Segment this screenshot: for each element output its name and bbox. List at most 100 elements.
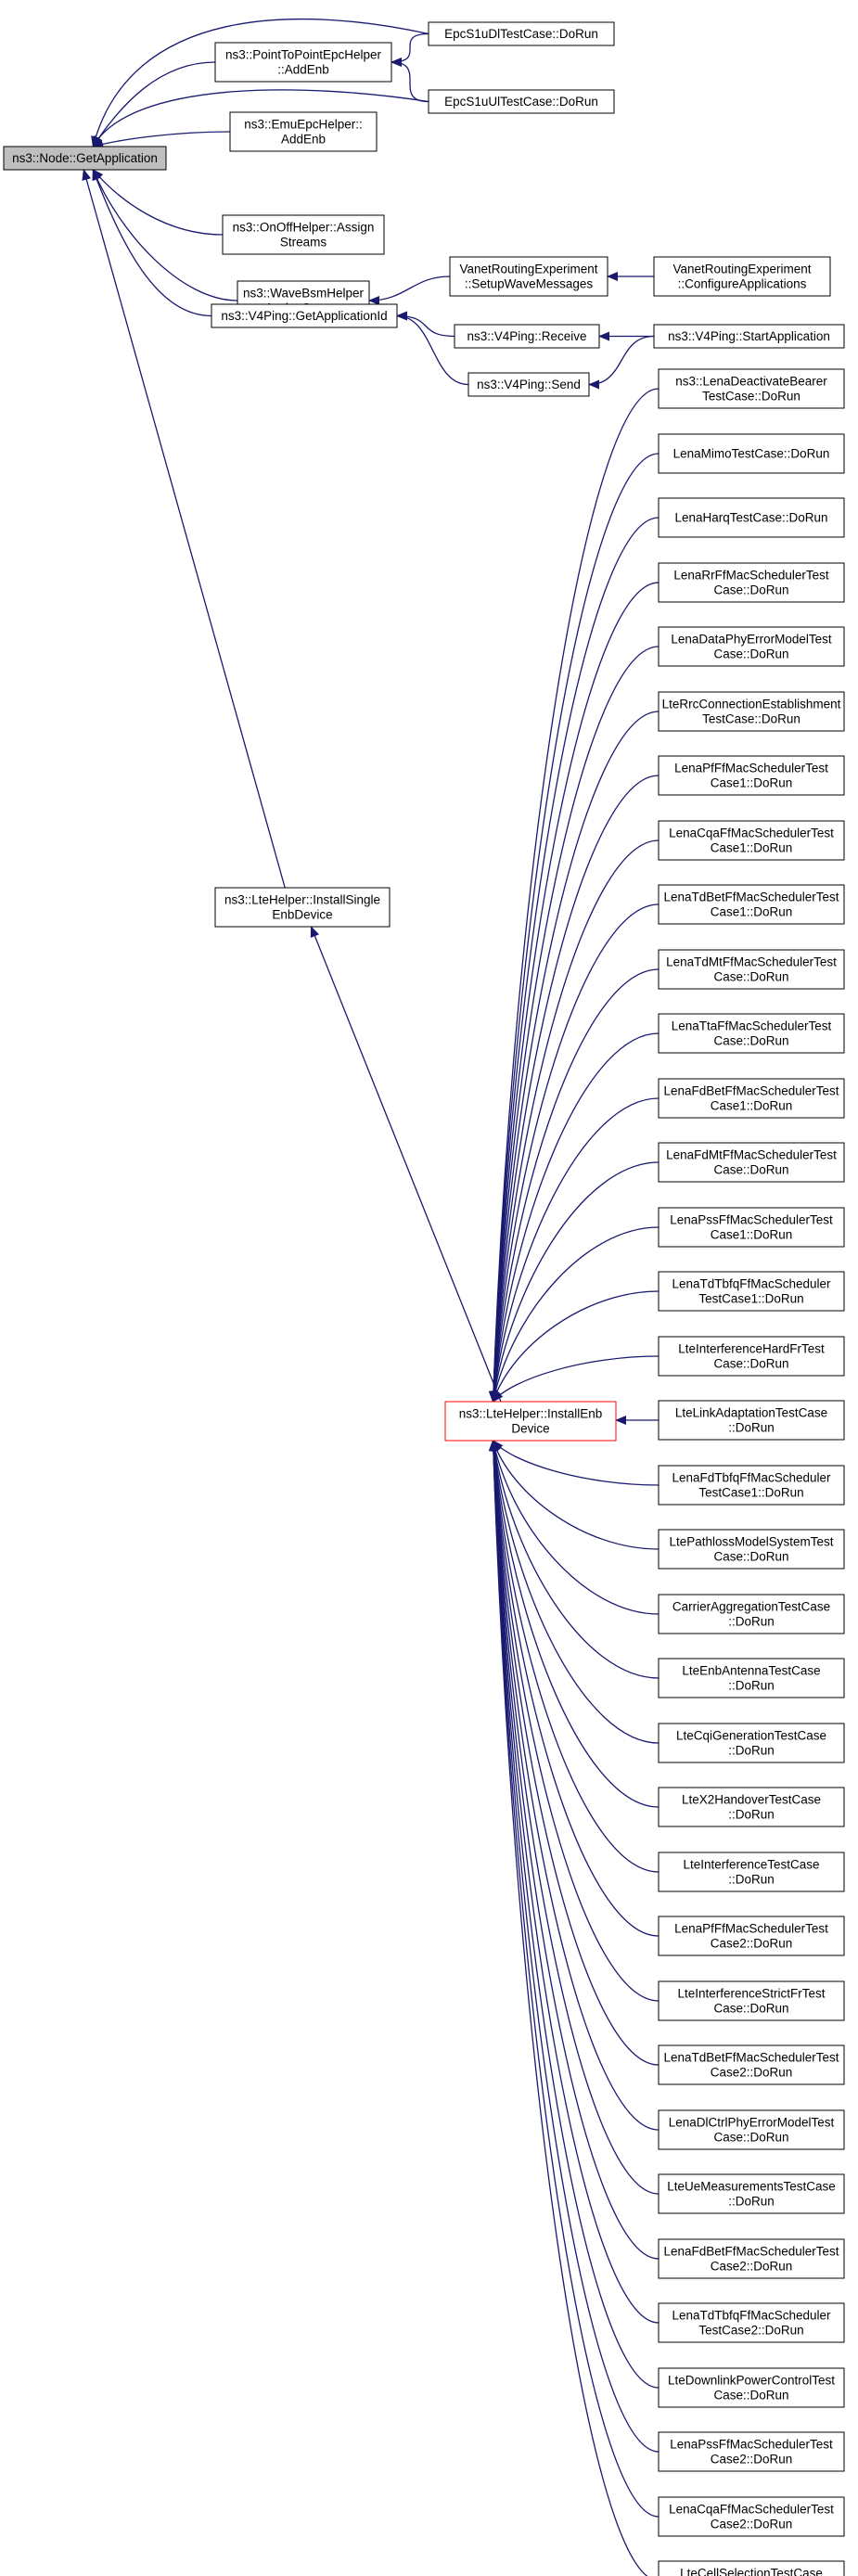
node-box[interactable] xyxy=(658,1142,845,1183)
node-box[interactable] xyxy=(658,1400,845,1441)
node-box[interactable] xyxy=(211,303,398,328)
edge-n12-to-n5 xyxy=(396,311,469,386)
node-box[interactable] xyxy=(658,2238,845,2279)
node-label: LteInterferenceHardFrTest xyxy=(678,1342,825,1356)
node-box[interactable] xyxy=(658,1852,845,1892)
node-box[interactable] xyxy=(658,1723,845,1763)
node-n10[interactable]: VanetRoutingExperiment::ConfigureApplica… xyxy=(653,256,831,297)
node-t16[interactable]: LteLinkAdaptationTestCase::DoRun xyxy=(658,1400,845,1441)
node-box[interactable] xyxy=(3,146,167,171)
node-box[interactable] xyxy=(658,562,845,603)
node-n9[interactable]: VanetRoutingExperiment::SetupWaveMessage… xyxy=(449,256,608,297)
node-n2[interactable]: ns3::EmuEpcHelper::AddEnb xyxy=(229,111,378,152)
node-box[interactable] xyxy=(658,2367,845,2408)
node-box[interactable] xyxy=(428,89,615,114)
node-box[interactable] xyxy=(658,1336,845,1377)
node-n7[interactable]: EpcS1uDlTestCase::DoRun xyxy=(428,21,615,46)
node-t20[interactable]: LteEnbAntennaTestCase::DoRun xyxy=(658,1658,845,1698)
node-box[interactable] xyxy=(658,1078,845,1119)
node-t22[interactable]: LteX2HandoverTestCase::DoRun xyxy=(658,1787,845,1827)
node-box[interactable] xyxy=(658,1658,845,1698)
node-box[interactable] xyxy=(658,1013,845,1054)
node-box[interactable] xyxy=(658,884,845,925)
node-box[interactable] xyxy=(658,433,845,474)
node-n11[interactable]: ns3::V4Ping::Receive xyxy=(454,324,600,349)
node-n5[interactable]: ns3::V4Ping::GetApplicationId xyxy=(211,303,398,328)
node-t21[interactable]: LteCqiGenerationTestCase::DoRun xyxy=(658,1723,845,1763)
node-box[interactable] xyxy=(467,372,590,397)
node-t5[interactable]: LteRrcConnectionEstablishmentTestCase::D… xyxy=(658,691,845,732)
node-box[interactable] xyxy=(658,1465,845,1506)
node-box[interactable] xyxy=(658,2044,845,2085)
node-t1[interactable]: LenaMimoTestCase::DoRun xyxy=(658,433,845,474)
node-box[interactable] xyxy=(449,256,608,297)
node-box[interactable] xyxy=(658,1594,845,1634)
node-t28[interactable]: LteUeMeasurementsTestCase::DoRun xyxy=(658,2173,845,2214)
node-n13[interactable]: ns3::V4Ping::StartApplication xyxy=(653,324,845,349)
node-box[interactable] xyxy=(658,2496,845,2537)
node-box[interactable] xyxy=(428,21,615,46)
node-t34[interactable]: LteCellSelectionTestCase::DoRun xyxy=(658,2560,845,2576)
node-box[interactable] xyxy=(444,1401,617,1442)
node-box[interactable] xyxy=(658,368,845,409)
node-n12[interactable]: ns3::V4Ping::Send xyxy=(467,372,590,397)
node-box[interactable] xyxy=(658,1529,845,1570)
node-box[interactable] xyxy=(454,324,600,349)
node-box[interactable] xyxy=(658,1207,845,1248)
node-box[interactable] xyxy=(658,1787,845,1827)
node-box[interactable] xyxy=(658,2431,845,2472)
node-box[interactable] xyxy=(214,42,392,83)
node-box[interactable] xyxy=(658,820,845,861)
node-box[interactable] xyxy=(653,256,831,297)
node-box[interactable] xyxy=(658,2109,845,2150)
node-box[interactable] xyxy=(222,214,385,255)
node-box[interactable] xyxy=(658,626,845,667)
node-t19[interactable]: CarrierAggregationTestCase::DoRun xyxy=(658,1594,845,1634)
node-box[interactable] xyxy=(658,2560,845,2576)
node-box[interactable] xyxy=(658,1980,845,2021)
node-box[interactable] xyxy=(658,1916,845,1956)
node-box[interactable] xyxy=(229,111,378,152)
node-box[interactable] xyxy=(658,2302,845,2343)
node-box[interactable] xyxy=(658,497,845,538)
node-box[interactable] xyxy=(653,324,845,349)
node-n1[interactable]: ns3::PointToPointEpcHelper::AddEnb xyxy=(214,42,392,83)
node-box[interactable] xyxy=(658,1271,845,1312)
node-box[interactable] xyxy=(658,949,845,990)
node-n0[interactable]: ns3::Node::GetApplication xyxy=(3,146,167,171)
node-box[interactable] xyxy=(658,2173,845,2214)
node-t2[interactable]: LenaHarqTestCase::DoRun xyxy=(658,497,845,538)
node-n8[interactable]: EpcS1uUlTestCase::DoRun xyxy=(428,89,615,114)
node-box[interactable] xyxy=(658,755,845,796)
node-t23[interactable]: LteInterferenceTestCase::DoRun xyxy=(658,1852,845,1892)
node-box[interactable] xyxy=(658,691,845,732)
node-box[interactable] xyxy=(214,887,391,928)
